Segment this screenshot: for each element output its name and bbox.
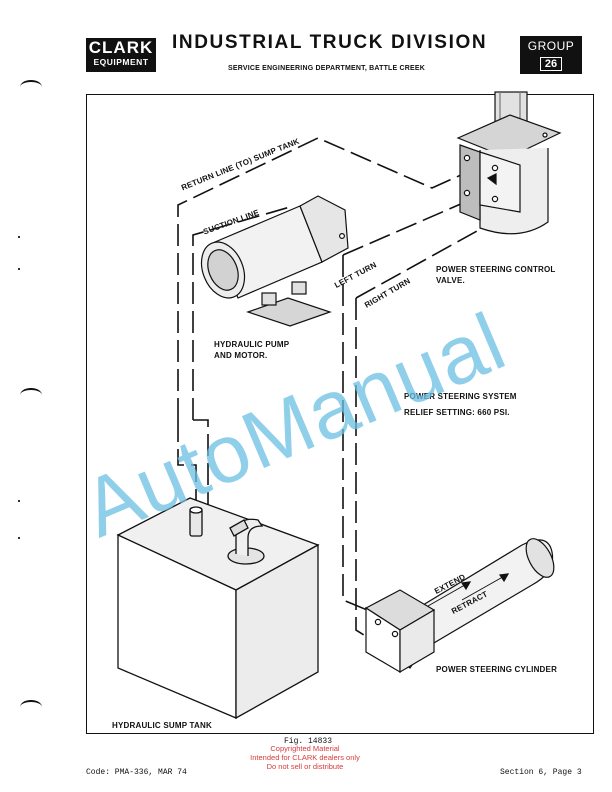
pump-motor-drawing [200, 195, 349, 327]
logo-subtitle: EQUIPMENT [93, 57, 149, 67]
control-valve-drawing [456, 91, 562, 235]
logo-brand: CLARK [88, 38, 154, 57]
group-label: GROUP [527, 39, 575, 53]
figure-number: Fig. 14833 [284, 737, 333, 746]
sump-tank-label: HYDRAULIC SUMP TANK [112, 721, 212, 730]
margin-mark [18, 268, 20, 270]
cylinder-label: POWER STEERING CYLINDER [436, 665, 558, 674]
pump-label-line1: HYDRAULIC PUMP [214, 340, 290, 349]
department-subtitle: SERVICE ENGINEERING DEPARTMENT, BATTLE C… [228, 65, 426, 72]
hydraulic-lines [177, 137, 487, 641]
sump-tank-drawing [116, 497, 320, 720]
system-label-line1: POWER STEERING SYSTEM [404, 392, 517, 401]
relief-setting-label: RELIEF SETTING: 660 PSI. [404, 408, 510, 417]
binder-hole [20, 700, 42, 714]
division-title: INDUSTRIAL TRUCK DIVISION [172, 32, 488, 53]
control-valve-label-line1: POWER STEERING CONTROL [436, 265, 556, 274]
margin-mark [18, 236, 20, 238]
group-number: 26 [539, 57, 563, 71]
clark-logo: CLARK EQUIPMENT [86, 38, 156, 72]
margin-mark [18, 500, 20, 502]
section-page: Section 6, Page 3 [500, 768, 582, 777]
margin-mark [18, 537, 20, 539]
pump-label-line2: AND MOTOR. [214, 351, 268, 360]
copyright-line3: Do not sell or distribute [266, 762, 344, 771]
steering-cylinder-drawing [364, 538, 555, 674]
figure-frame [86, 94, 594, 734]
control-valve-label-line2: VALVE. [436, 276, 465, 285]
document-code: Code: PMA-336, MAR 74 [86, 768, 187, 777]
group-badge: GROUP 26 [520, 36, 582, 74]
copyright-line1: Copyrighted Material [270, 744, 340, 753]
binder-hole [20, 80, 42, 94]
binder-hole [20, 388, 42, 402]
copyright-line2: Intended for CLARK dealers only [250, 753, 360, 762]
